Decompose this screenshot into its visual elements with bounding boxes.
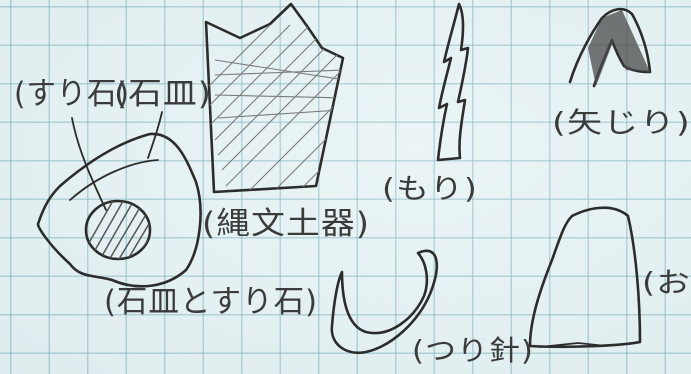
suriishi-outline: [84, 199, 152, 261]
mori-drawing: [436, 2, 470, 162]
leader-ishizara: [147, 111, 163, 159]
leader-suriishi: [71, 117, 107, 211]
ishizara-drawing: [36, 132, 202, 288]
tsuribari-drawing: [330, 249, 438, 355]
label-ishizara-to-suriishi: (石皿とすり石): [104, 284, 318, 320]
arrowhead-shading: [588, 10, 650, 86]
ono-drawing: [528, 206, 642, 349]
ishizara-outline: [36, 132, 202, 288]
leader-lines: [71, 111, 163, 211]
yajiri-drawing: [568, 7, 652, 88]
label-tsuribari: (つり針): [412, 334, 534, 367]
pottery-outline: [204, 2, 345, 194]
label-yajiri: (矢じり): [552, 106, 691, 139]
label-ishizara: (石皿): [114, 76, 212, 112]
label-mori: (もり): [382, 172, 478, 205]
axe-outline: [528, 206, 642, 349]
label-jomon-doki: (縄文土器): [202, 206, 370, 242]
harpoon-outline: [436, 2, 470, 162]
suriishi-shading: [86, 201, 150, 259]
pottery-hatching: [206, 24, 343, 191]
suriishi-drawing: [84, 199, 152, 261]
label-suriishi: (すり石): [14, 76, 130, 112]
fishhook-outline: [330, 249, 438, 355]
axe-base-scribble: [539, 342, 607, 348]
ishizara-inner-rim: [69, 159, 159, 201]
label-ono-partial: (お: [642, 266, 691, 299]
jomon-pottery-drawing: [204, 2, 345, 194]
